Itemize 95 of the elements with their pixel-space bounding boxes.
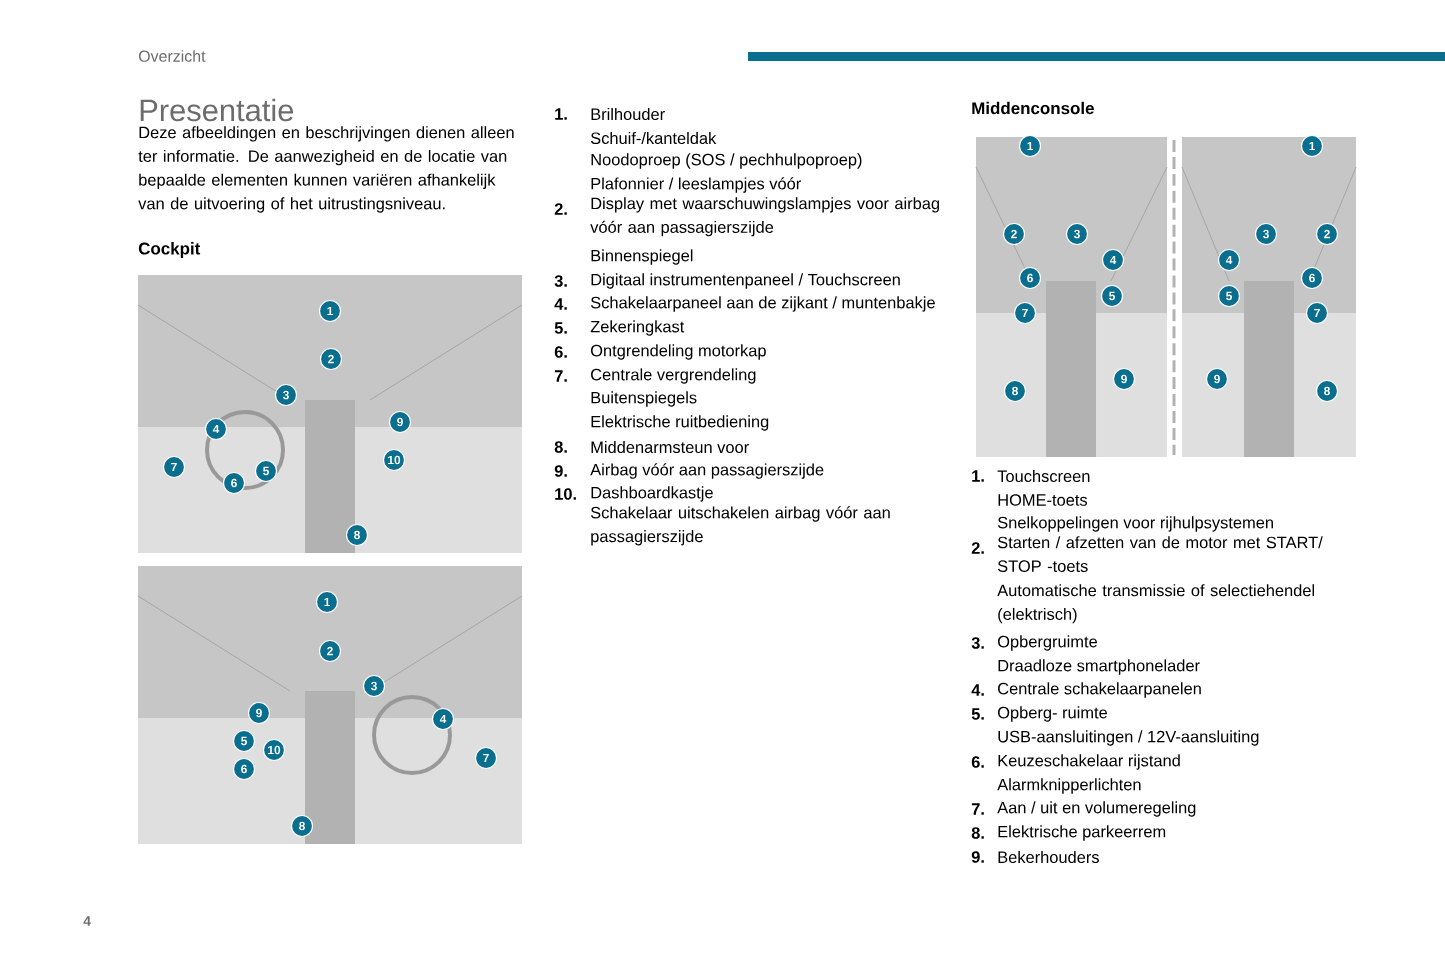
- callout-number: 9: [388, 410, 412, 434]
- callout-number: 9: [1205, 367, 1229, 391]
- item-number: 2.: [554, 203, 567, 215]
- callout-number: 8: [290, 814, 314, 838]
- item-number: 1.: [555, 108, 567, 120]
- item-text: Centrale vergrendeling: [591, 368, 756, 384]
- callout-number: 6: [1300, 266, 1324, 290]
- item-text: Bekerhouders: [998, 851, 1099, 864]
- item-number: 6.: [554, 346, 567, 358]
- item-number: 3.: [971, 637, 984, 649]
- item-text: Automatische transmissie of selectiehendel (elektrisch): [997, 584, 1314, 624]
- item-text: Airbag vóór aan passagierszijde: [590, 463, 824, 479]
- callout-number: 6: [232, 757, 256, 781]
- section-heading: Middenconsole: [972, 101, 1094, 115]
- item-text: Digitaal instrumentenpaneel / Touchscreen: [591, 273, 900, 289]
- callout-number: 2: [318, 639, 342, 663]
- item-text: Starten / afzetten van de motor met START/ STOP -toets: [997, 536, 1323, 572]
- item-number: 10.: [555, 488, 576, 500]
- item-text: Plafonnier / leeslampjes vóór: [591, 177, 801, 193]
- callout-number: 7: [1305, 301, 1329, 325]
- item-text: Buitenspiegels: [591, 391, 697, 407]
- callout-number: 4: [431, 707, 455, 731]
- callout-number: 1: [1300, 134, 1324, 158]
- callout-number: 2: [1002, 222, 1026, 246]
- item-number: 9.: [554, 465, 567, 477]
- item-number: 4.: [554, 298, 567, 310]
- item-number: 2.: [971, 542, 984, 554]
- item-text: Dashboardkastje: [591, 486, 713, 502]
- item-text: Draadloze smartphonelader: [998, 659, 1200, 675]
- callout-number: 10: [262, 738, 286, 762]
- callout-number: 4: [204, 417, 228, 441]
- item-text: Elektrische parkeerrem: [998, 825, 1166, 841]
- callout-number: 5: [232, 729, 256, 753]
- callout-number: 4: [1217, 248, 1241, 272]
- callout-number: 3: [1065, 222, 1089, 246]
- item-number: 8.: [554, 441, 567, 453]
- item-number: 4.: [971, 684, 984, 696]
- callout-number: 7: [474, 746, 498, 770]
- item-number: 7.: [554, 370, 567, 382]
- item-text: Schakelaarpaneel aan de zijkant / muntenbakje: [590, 296, 935, 312]
- callout-number: 7: [1013, 301, 1037, 325]
- item-text: Centrale schakelaarpanelen: [998, 682, 1201, 698]
- item-text: Snelkoppelingen voor rijhulpsystemen: [997, 516, 1273, 532]
- item-number: 9.: [971, 851, 984, 863]
- callout-number: 5: [1100, 284, 1124, 308]
- callout-number: 1: [315, 590, 339, 614]
- callout-number: 3: [1254, 222, 1278, 246]
- callout-number: 6: [222, 471, 246, 495]
- item-text: Middenarmsteun voor: [591, 441, 749, 454]
- item-text: Zekeringkast: [590, 320, 685, 336]
- item-number: 7.: [971, 803, 984, 815]
- callout-number: 3: [362, 674, 386, 698]
- section-header: Overzicht: [138, 50, 206, 62]
- item-text: Display met waarschuwingslampjes voor airbag vóór aan passagierszijde: [590, 197, 939, 237]
- item-text: Opberg- ruimte: [998, 706, 1107, 722]
- item-number: 3.: [554, 275, 567, 287]
- callout-number: 8: [1003, 379, 1027, 403]
- callout-number: 7: [162, 455, 186, 479]
- callout-number: 1: [1018, 134, 1042, 158]
- item-number: 8.: [971, 827, 984, 839]
- item-number: 5.: [971, 708, 984, 720]
- item-number: 1.: [972, 470, 984, 482]
- callout-number: 3: [274, 383, 298, 407]
- item-text: Schuif-/kanteldak: [590, 131, 717, 145]
- item-text: HOME-toets: [998, 494, 1088, 506]
- intro-text: Deze afbeeldingen en beschrijvingen dienen alleen ter informatie. De aanwezigheid en de locatie van bepaalde elementen kunnen variëren afhankelijk van de uitvoering of het uitrustingsniveau.: [138, 126, 514, 213]
- item-text: Touchscreen: [997, 470, 1090, 483]
- page-title: Presentatie: [140, 98, 294, 122]
- item-number: 5.: [554, 322, 567, 334]
- callout-number: 9: [1112, 367, 1136, 391]
- callout-number: 6: [1018, 266, 1042, 290]
- item-text: Binnenspiegel: [591, 249, 693, 265]
- item-text: Aan / uit en volumeregeling: [997, 801, 1196, 817]
- callout-number: 1: [318, 299, 342, 323]
- item-text: Elektrische ruitbediening: [591, 415, 769, 431]
- item-text: Noodoproep (SOS / pechhulpoproep): [591, 153, 862, 169]
- item-text: Opbergruimte: [998, 635, 1097, 651]
- callout-number: 5: [254, 459, 278, 483]
- item-number: 6.: [971, 756, 984, 768]
- item-text: Brilhouder: [591, 107, 665, 121]
- item-text: Keuzeschakelaar rijstand: [998, 754, 1180, 770]
- callout-number: 8: [1315, 379, 1339, 403]
- item-text: Schakelaar uitschakelen airbag vóór aan passagierszijde: [590, 506, 890, 546]
- item-text: USB-aansluitingen / 12V-aansluiting: [998, 730, 1259, 746]
- section-heading: Cockpit: [138, 242, 201, 258]
- callout-number: 5: [1217, 284, 1241, 308]
- page-number: 4: [83, 916, 91, 926]
- callout-number: 4: [1101, 248, 1125, 272]
- callout-number: 8: [345, 523, 369, 547]
- item-text: Ontgrendeling motorkap: [591, 344, 766, 360]
- callout-number: 9: [247, 701, 271, 725]
- callout-number: 10: [382, 448, 406, 472]
- callout-number: 2: [1315, 222, 1339, 246]
- item-text: Alarmknipperlichten: [997, 778, 1141, 794]
- callout-number: 2: [319, 347, 343, 371]
